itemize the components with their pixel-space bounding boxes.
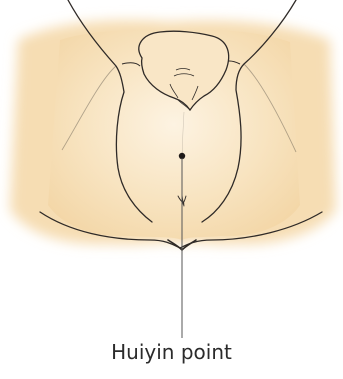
huiyin-point-label: Huiyin point <box>0 340 343 364</box>
